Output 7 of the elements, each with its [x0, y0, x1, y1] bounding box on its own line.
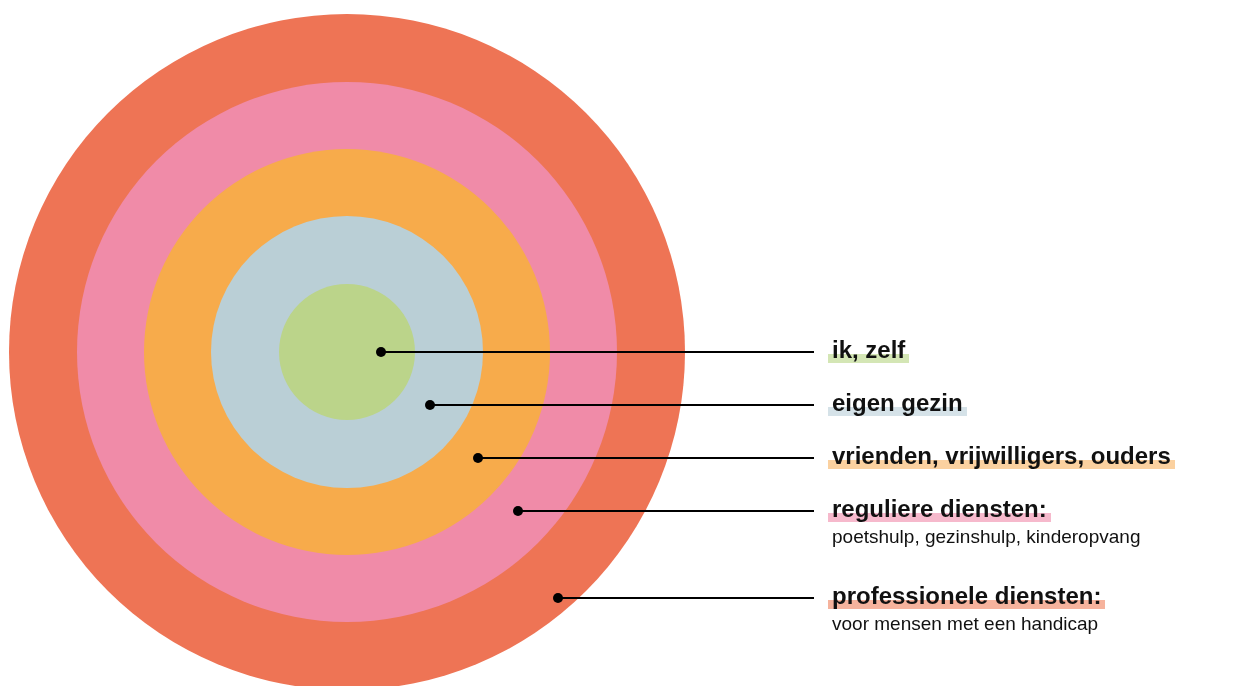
leader-line	[473, 453, 815, 463]
leader-line	[376, 347, 815, 357]
leader-line	[425, 400, 815, 410]
description-text: voor mensen met een handicap	[832, 612, 1100, 636]
leader-line	[513, 506, 815, 516]
description-text: poetshulp, gezinshulp, kinderopvang	[832, 525, 1141, 549]
leader-line	[553, 593, 815, 603]
